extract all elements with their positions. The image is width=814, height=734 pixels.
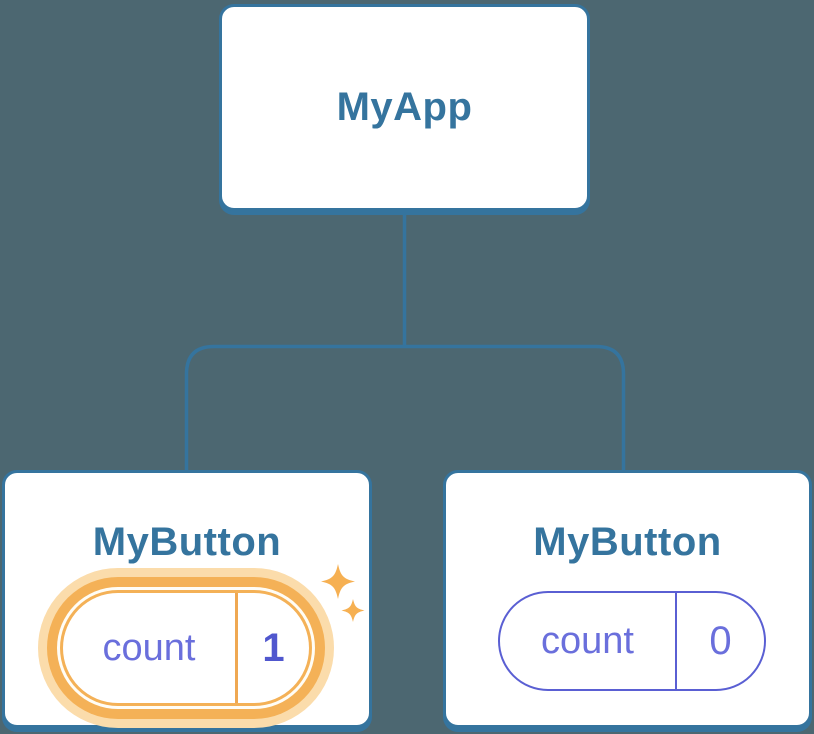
child-node-mybutton-2: MyButton count 0: [443, 470, 812, 728]
state-value-cell: 0: [677, 593, 764, 689]
state-key-label: count: [102, 626, 196, 669]
sparkles-icon: [321, 564, 365, 622]
child-node-label: MyButton: [533, 520, 722, 564]
root-node-label: MyApp: [336, 85, 473, 129]
root-node-myapp: MyApp: [219, 4, 590, 211]
state-value-cell: 1: [238, 593, 309, 703]
state-pill-divider: [235, 593, 238, 703]
state-key-label: count: [541, 619, 634, 662]
state-value: 0: [709, 618, 732, 663]
state-pill-divider: [675, 593, 677, 689]
child-node-mybutton-1: MyButton count 1: [2, 470, 372, 728]
state-value: 1: [262, 625, 285, 670]
state-key-cell: count: [500, 593, 675, 689]
state-pill-plain: count 0: [498, 591, 766, 691]
state-pill-highlighted: count 1: [63, 593, 309, 703]
state-key-cell: count: [63, 593, 235, 703]
child-node-label: MyButton: [92, 520, 282, 564]
